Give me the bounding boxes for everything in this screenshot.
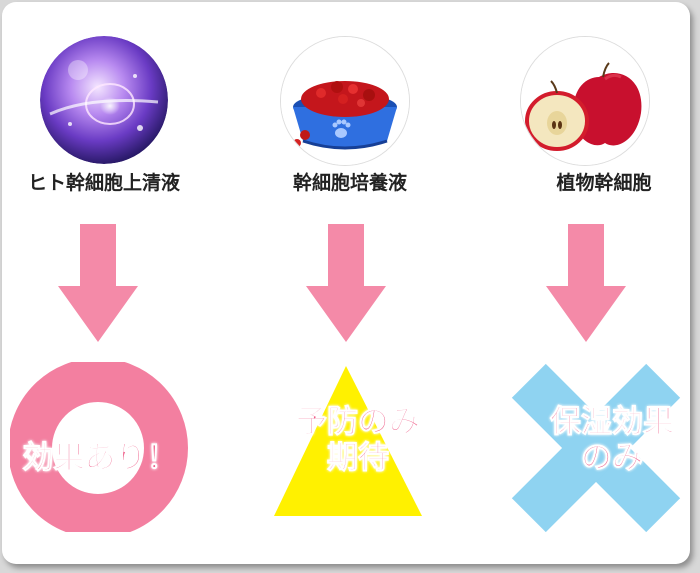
source-label: 幹細胞培養液 bbox=[292, 172, 407, 194]
result-triangle: 予防のみ 期待 bbox=[250, 362, 450, 532]
source-label: ヒト幹細胞上清液 bbox=[27, 172, 180, 194]
result-text: 予防のみ 期待 bbox=[258, 404, 458, 477]
column-plant-stem-cell: 植物幹細胞 保湿効果 のみ bbox=[490, 2, 690, 564]
result-text: 効果あり！ bbox=[2, 440, 200, 477]
result-line: 効果あり！ bbox=[22, 440, 178, 477]
result-text: 保湿効果 のみ bbox=[512, 404, 690, 477]
result-line: 予防のみ bbox=[296, 404, 421, 441]
cross-mark-icon bbox=[511, 363, 681, 532]
result-line: 保湿効果 bbox=[550, 404, 675, 441]
column-stem-cell-culture: 幹細胞培養液 予防のみ 期待 bbox=[250, 2, 450, 564]
down-arrow-icon bbox=[58, 224, 138, 342]
circle-mark-icon bbox=[10, 362, 188, 532]
down-arrow-icon bbox=[306, 224, 386, 342]
pet-food-bowl-icon bbox=[280, 36, 410, 166]
source-label: 植物幹細胞 bbox=[556, 172, 652, 194]
stem-cell-sphere-icon bbox=[40, 36, 168, 164]
result-line: のみ bbox=[581, 440, 644, 477]
result-cross: 保湿効果 のみ bbox=[490, 362, 690, 532]
comparison-card: ヒト幹細胞上清液 効果あり！ bbox=[2, 2, 690, 564]
triangle-mark-icon bbox=[274, 366, 422, 516]
down-arrow-icon bbox=[546, 224, 626, 342]
column-human-stem-cell: ヒト幹細胞上清液 効果あり！ bbox=[10, 2, 210, 564]
apple-icon bbox=[520, 36, 650, 166]
result-circle: 効果あり！ bbox=[10, 362, 210, 532]
result-line: 期待 bbox=[327, 440, 390, 477]
